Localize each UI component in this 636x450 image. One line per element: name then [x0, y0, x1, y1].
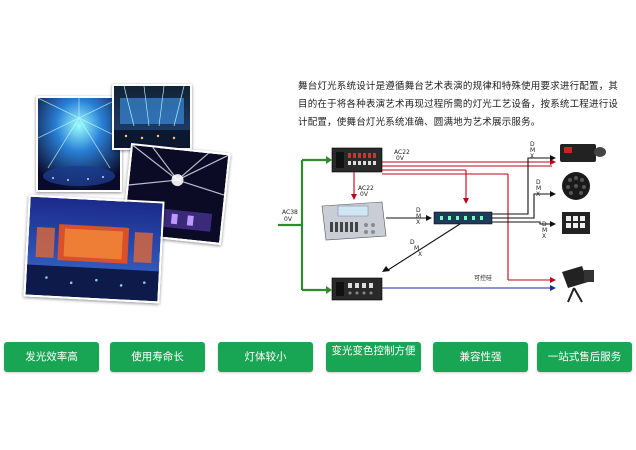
dmx-d-1: D	[416, 207, 421, 214]
system-description: 舞台灯光系统设计是遵循舞台艺术表演的规律和特殊使用要求进行配置，其目的在于将各种…	[298, 81, 619, 128]
smoke-machine-icon	[560, 144, 606, 162]
dmx-d-4: D	[542, 221, 547, 228]
dimmer-rack-bottom	[331, 277, 383, 301]
dmx-m-3: M	[536, 185, 541, 192]
dimmer-rack-top	[331, 147, 383, 173]
ac22-mid-b: 0V	[360, 191, 369, 198]
feature-high-efficiency[interactable]: 发光效率高	[4, 342, 99, 372]
dmx-lines-fixtures	[387, 157, 552, 271]
silicon-label: 可控硅	[474, 274, 492, 282]
dmx-m-1: M	[416, 213, 421, 220]
feature-bar: 发光效率高 使用寿命长 灯体较小 变光变色控制方便 兼容性强 一站式售后服务	[0, 342, 636, 372]
feature-small-body[interactable]: 灯体较小	[218, 342, 313, 372]
feature-compatibility[interactable]: 兼容性强	[433, 342, 528, 372]
par-light-icon	[562, 172, 590, 200]
dmx-x-2: X	[530, 153, 534, 160]
dmx-d-5: D	[410, 239, 415, 246]
follow-spot-icon	[562, 266, 594, 303]
power-lines	[278, 158, 326, 292]
wash-light-icon	[562, 212, 590, 234]
stage-photo-top-right	[112, 84, 192, 150]
ac380-label-a: AC38	[282, 209, 298, 216]
dmx-x-3: X	[536, 191, 540, 198]
red-lines	[353, 161, 552, 281]
dmx-m-2: M	[530, 147, 535, 154]
dmx-d-2: D	[530, 141, 535, 148]
stage-photo-top-left	[36, 96, 122, 192]
feature-long-life[interactable]: 使用寿命长	[110, 342, 205, 372]
feature-easy-control[interactable]: 变光变色控制方便	[326, 342, 421, 372]
stage-photo-bottom	[23, 194, 165, 304]
dmx-d-3: D	[536, 179, 541, 186]
dmx-x-4: X	[542, 233, 546, 240]
feature-one-stop-service[interactable]: 一站式售后服务	[537, 342, 632, 372]
lighting-console	[321, 201, 387, 241]
dmx-x-5: X	[418, 251, 422, 258]
ac380-label-b: 0V	[284, 216, 293, 223]
dmx-x-1: X	[416, 219, 420, 226]
dmx-m-4: M	[542, 227, 547, 234]
ac22-mid-a: AC22	[358, 185, 374, 192]
ac22-top-a: AC22	[394, 149, 410, 156]
dmx-m-5: M	[414, 245, 419, 252]
dmx-splitter	[433, 211, 493, 225]
ac22-top-b: 0V	[396, 155, 405, 162]
lighting-system-diagram: AC38 0V AC22 0V AC22 0V D M X	[278, 141, 606, 303]
